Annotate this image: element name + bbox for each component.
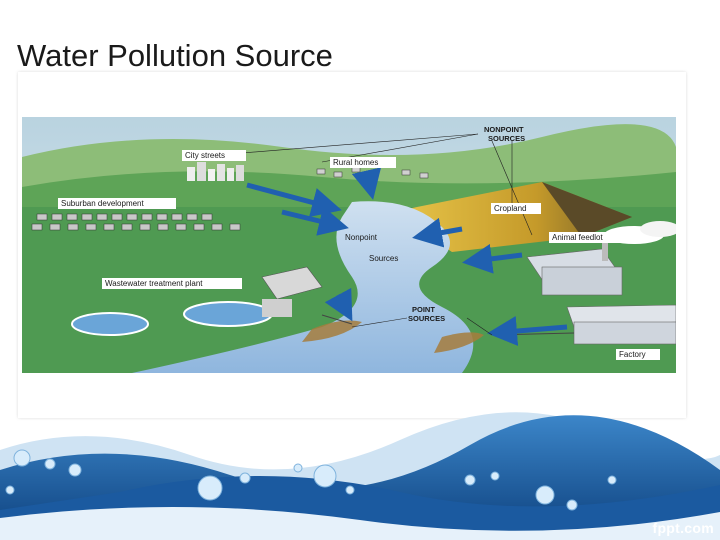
feedlot-building	[526, 221, 676, 296]
label-wastewater-plant: Wastewater treatment plant	[102, 278, 242, 289]
slide-title: Water Pollution Source	[17, 38, 333, 73]
label-nonpoint-middle: Nonpoint Sources	[345, 233, 398, 263]
label-nonpoint-line2: SOURCES	[488, 134, 525, 143]
river-bank-pollution	[302, 320, 362, 342]
river	[132, 201, 474, 373]
river-bank-pollution-2	[434, 332, 484, 353]
label-point-sources: POINT SOURCES	[408, 305, 445, 323]
svg-text:Wastewater treatment plant: Wastewater treatment plant	[105, 279, 203, 288]
label-nonpoint-middle-2: Sources	[369, 254, 398, 263]
suburban-houses	[31, 213, 241, 231]
label-point-line2: SOURCES	[408, 314, 445, 323]
treatment-tank-2	[183, 301, 273, 327]
label-nonpoint-sources: NONPOINT SOURCES	[484, 125, 525, 143]
label-animal-feedlot: Animal feedlot	[549, 232, 625, 243]
pollution-diagram: NONPOINT SOURCES City streets Rural home…	[22, 117, 676, 373]
svg-text:Suburban development: Suburban development	[61, 199, 145, 208]
label-point-line1: POINT	[412, 305, 435, 314]
label-suburban-development: Suburban development	[58, 198, 176, 209]
water-bubbles	[5, 449, 617, 511]
label-factory: Factory	[616, 349, 660, 360]
treatment-tank-1	[71, 312, 149, 336]
factory-building	[566, 304, 676, 345]
cropland-dark	[542, 182, 632, 237]
svg-text:Factory: Factory	[619, 350, 646, 359]
label-city-streets: City streets	[182, 150, 246, 161]
city-buildings	[187, 162, 244, 181]
svg-text:Rural homes: Rural homes	[333, 158, 378, 167]
label-cropland: Cropland	[491, 203, 541, 214]
water-wave-decoration	[0, 412, 720, 540]
label-rural-homes: Rural homes	[330, 157, 396, 168]
wastewater-plant	[71, 266, 323, 336]
svg-text:Animal feedlot: Animal feedlot	[552, 233, 603, 242]
svg-text:Cropland: Cropland	[494, 204, 526, 213]
brand-watermark: fppt.com	[652, 520, 714, 536]
label-nonpoint-line1: NONPOINT	[484, 125, 524, 134]
label-nonpoint-middle-1: Nonpoint	[345, 233, 378, 242]
runoff-arrows	[246, 167, 568, 346]
svg-text:City streets: City streets	[185, 151, 225, 160]
